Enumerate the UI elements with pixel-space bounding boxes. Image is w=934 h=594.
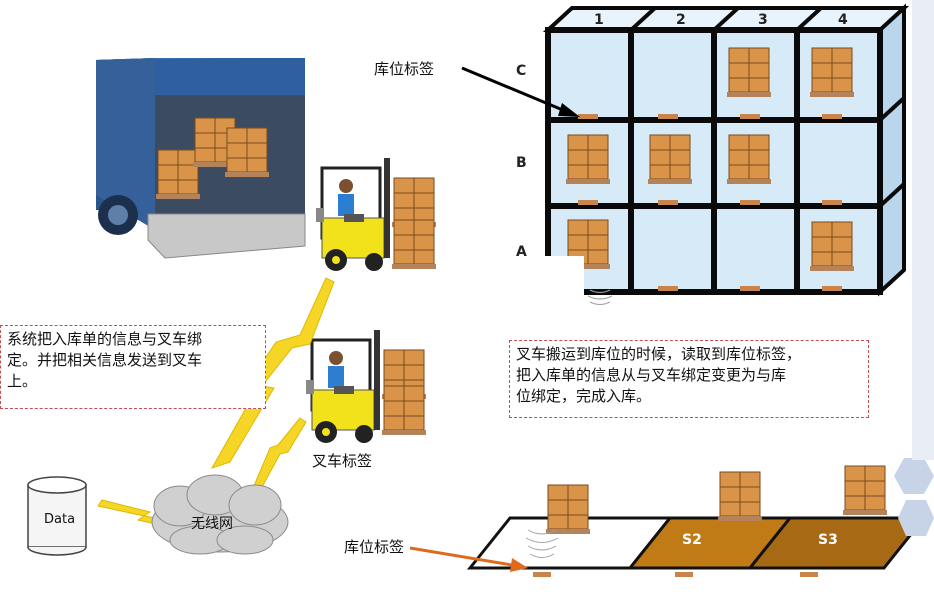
rack-column-1: 1 <box>594 12 604 28</box>
floor-slots <box>466 465 928 577</box>
wireless-network-label: 无线网 <box>191 516 233 532</box>
left-note-line-2: 定。并把相关信息发送到叉车 <box>7 351 203 369</box>
right-note-line-3: 位绑定，完成入库。 <box>516 387 652 405</box>
rack-column-4: 4 <box>838 12 848 28</box>
right-note-line-2: 把入库单的信息从与叉车绑定变更为与库 <box>516 366 787 384</box>
database-label: Data <box>44 512 76 527</box>
left-description-note: 系统把入库单的信息与叉车绑 定。并把相关信息发送到叉车 上。 <box>0 325 266 409</box>
location-tag-pointer-arrow <box>461 66 580 117</box>
rack-row-a: A <box>516 244 527 260</box>
right-description-note: 叉车搬运到库位的时候，读取到库位标签， 把入库单的信息从与叉车绑定变更为与库 位… <box>509 340 869 418</box>
floor-slot-s3: S3 <box>818 532 838 548</box>
floor-rfid-waves <box>525 529 559 558</box>
forklift-with-tag <box>304 328 427 445</box>
rack-row-c: C <box>516 63 527 79</box>
location-tag-label-top: 库位标签 <box>374 60 435 78</box>
delivery-truck <box>96 58 306 259</box>
forklift-loaded <box>314 156 437 273</box>
floor-slot-s2: S2 <box>682 532 702 548</box>
rack-column-2: 2 <box>676 12 686 28</box>
floor-tag-pointer-arrow <box>409 546 528 572</box>
decorative-hexagons <box>894 0 934 536</box>
left-note-line-1: 系统把入库单的信息与叉车绑 <box>7 330 203 348</box>
left-note-line-3: 上。 <box>7 372 38 390</box>
rfid-signal-waves <box>587 289 613 305</box>
location-tag-label-bottom: 库位标签 <box>344 538 405 556</box>
right-note-line-1: 叉车搬运到库位的时候，读取到库位标签， <box>516 345 802 363</box>
forklift-tag-label: 叉车标签 <box>312 452 373 470</box>
rack-column-3: 3 <box>758 12 768 28</box>
rack-row-b: B <box>516 155 527 171</box>
wireless-network-cloud <box>151 474 289 555</box>
database-icon <box>27 476 87 556</box>
